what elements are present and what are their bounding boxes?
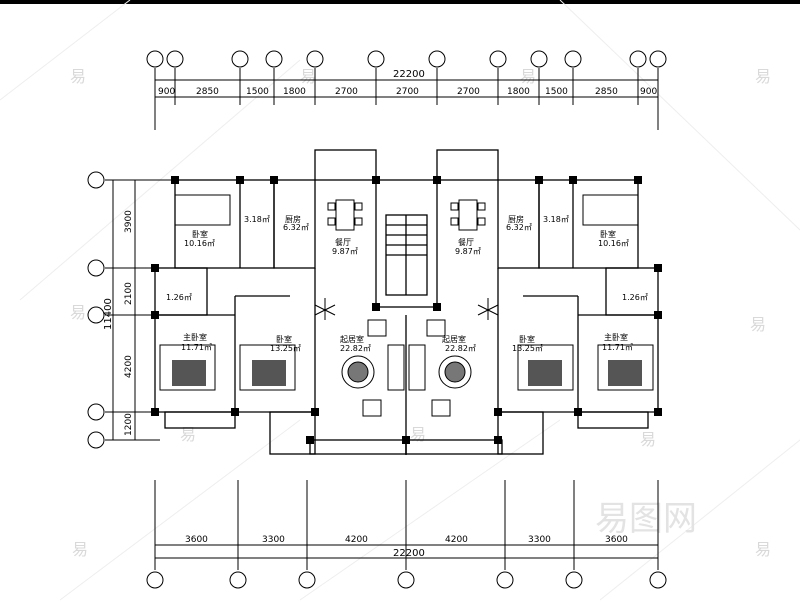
dim-label: 900: [158, 87, 175, 97]
dining-label: 餐厅: [458, 238, 474, 247]
bathroom-area: 3.18㎡: [244, 215, 270, 224]
watermark-char: 易: [300, 67, 316, 86]
dim-label: 3300: [528, 535, 551, 545]
bedroom-area: 10.16㎡: [598, 239, 629, 248]
left-total-label: 11400: [103, 298, 114, 330]
watermark-logo-text: 易图网: [595, 499, 697, 539]
dim-label: 1500: [545, 87, 568, 97]
watermark-char: 易: [755, 540, 771, 559]
top-grid-bubbles: [146, 50, 667, 68]
watermark-char: 易: [70, 303, 86, 322]
watermark-char: 易: [755, 67, 771, 86]
dim-label: 1200: [124, 413, 134, 436]
small-bath-area: 1.26㎡: [622, 293, 648, 302]
living-room-area: 22.82㎡: [445, 344, 476, 353]
dim-label: 4200: [445, 535, 468, 545]
dim-label: 900: [640, 87, 657, 97]
dim-label: 1800: [283, 87, 306, 97]
watermark-char: 易: [410, 425, 426, 444]
dim-label: 3600: [605, 535, 628, 545]
total-width-label-bottom: 22200: [393, 548, 425, 559]
top-dimension-labels: 22200 900 2850 1500 1800 2700 2700 2700 …: [158, 69, 657, 97]
bedroom-label: 卧室: [600, 229, 616, 239]
master-bedroom-area: 11.71㎡: [181, 343, 212, 352]
walls: [154, 149, 659, 455]
bedroom-label: 卧室: [519, 334, 535, 344]
dim-label: 3600: [185, 535, 208, 545]
bedroom-label: 卧室: [192, 229, 208, 239]
living-room-label: 起居室: [340, 334, 364, 344]
kitchen-label: 厨房: [508, 214, 524, 224]
watermark-char: 易: [640, 430, 656, 449]
bottom-dimension-labels: 3600 3300 4200 4200 3300 3600 22200: [185, 535, 628, 559]
sofas: [362, 319, 451, 417]
columns: [151, 176, 662, 444]
dim-label: 1800: [507, 87, 530, 97]
master-bedroom-area: 11.71㎡: [602, 343, 633, 352]
dim-label: 4200: [345, 535, 368, 545]
room-labels: 卧室 10.16㎡ 3.18㎡ 厨房 6.32㎡ 餐厅 9.87㎡ 餐厅 9.8…: [166, 214, 648, 353]
watermark-marks: 易 易 易 易 易 易 易 易 易 易 易 易图网: [70, 67, 771, 559]
dining-area: 9.87㎡: [332, 247, 358, 256]
kitchen-area: 6.32㎡: [506, 223, 532, 232]
bathroom-area: 3.18㎡: [543, 215, 569, 224]
dim-label: 2850: [196, 87, 219, 97]
bottom-dimension-lines: [154, 480, 659, 570]
rugs: [341, 355, 472, 389]
dining-area: 9.87㎡: [455, 247, 481, 256]
dim-label: 2700: [457, 87, 480, 97]
top-border: [0, 0, 800, 4]
bed-quilts: [172, 360, 642, 386]
living-room-label: 起居室: [442, 334, 466, 344]
living-room-area: 22.82㎡: [340, 344, 371, 353]
left-grid-bubbles: [87, 171, 105, 449]
left-dimension-labels: 3900 2100 4200 1200 11400: [103, 210, 134, 436]
dim-label: 2850: [595, 87, 618, 97]
dim-label: 3900: [124, 210, 134, 233]
small-bath-area: 1.26㎡: [166, 293, 192, 302]
watermark-char: 易: [180, 425, 196, 444]
kitchen-area: 6.32㎡: [283, 223, 309, 232]
watermark-char: 易: [70, 67, 86, 86]
watermark-char: 易: [520, 67, 536, 86]
dim-label: 1500: [246, 87, 269, 97]
dim-label: 2700: [335, 87, 358, 97]
dining-label: 餐厅: [335, 238, 351, 247]
dim-label: 2700: [396, 87, 419, 97]
kitchen-label: 厨房: [285, 214, 301, 224]
bedroom-label: 卧室: [276, 334, 292, 344]
left-dimension-lines: [105, 179, 175, 441]
master-bedroom-label: 主卧室: [183, 332, 207, 342]
total-width-label: 22200: [393, 69, 425, 80]
top-dimension-lines: [154, 68, 659, 130]
dim-label: 2100: [124, 282, 134, 305]
watermark-char: 易: [72, 540, 88, 559]
dining-tables: [327, 199, 486, 231]
plants: [314, 298, 499, 320]
bedroom-area: 10.16㎡: [184, 239, 215, 248]
master-bedroom-label: 主卧室: [604, 332, 628, 342]
watermark-char: 易: [750, 315, 766, 334]
dim-label: 4200: [124, 355, 134, 378]
bedroom-area: 13.25㎡: [512, 344, 543, 353]
dim-label: 3300: [262, 535, 285, 545]
bottom-grid-bubbles: [146, 571, 667, 589]
beds: [159, 194, 654, 391]
bedroom-area: 13.25㎡: [270, 344, 301, 353]
